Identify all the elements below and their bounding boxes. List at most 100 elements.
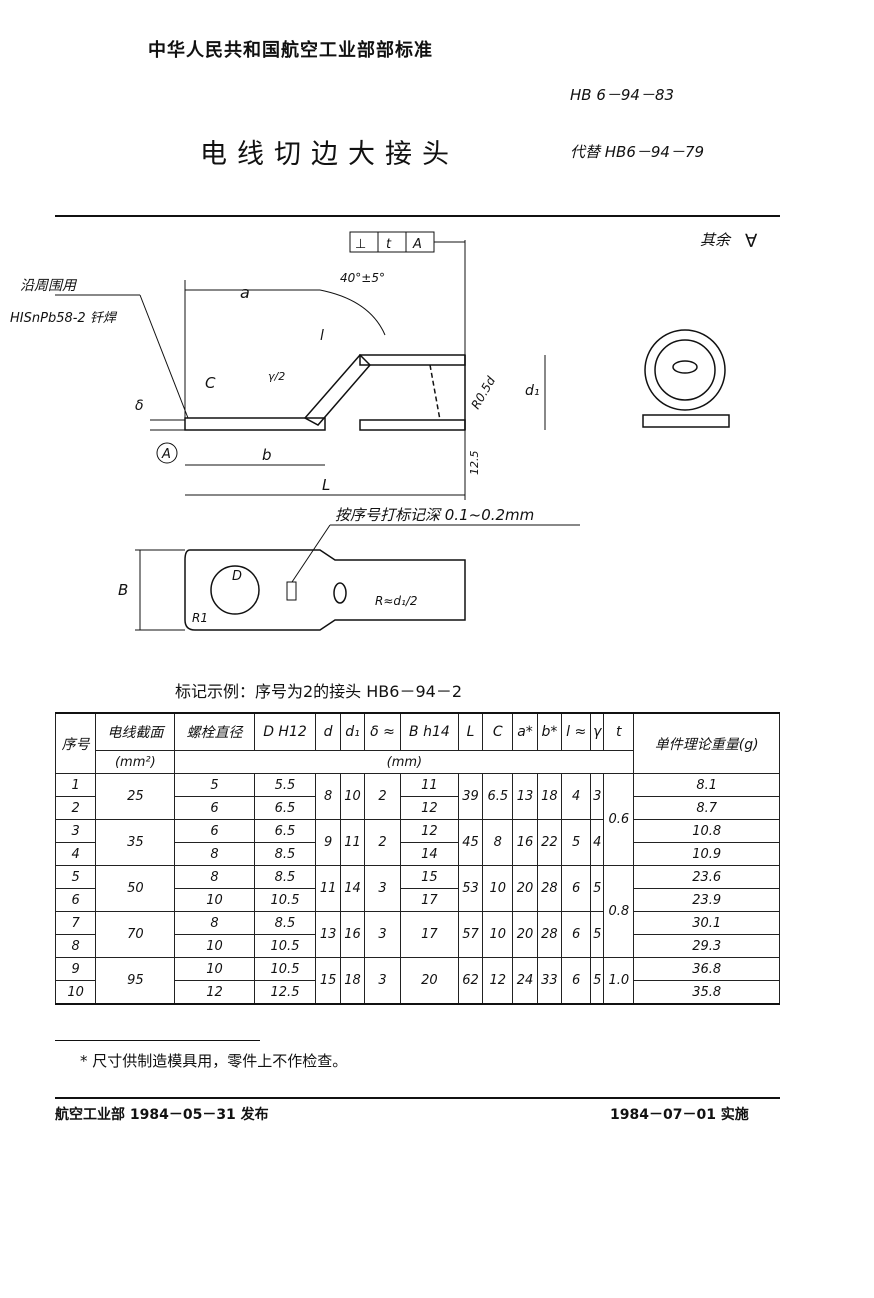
cell-d1: 18: [339, 957, 366, 1005]
cell-delta: 2: [364, 819, 401, 866]
column-header: a*: [512, 712, 538, 751]
column-header: l ≈: [561, 712, 592, 751]
hole-d: 8.5: [253, 842, 317, 866]
cell-a: 24: [512, 957, 538, 1005]
cell-B: 15: [399, 865, 459, 889]
unit-weight: 10.8: [633, 819, 780, 843]
unit-weight: 35.8: [633, 980, 780, 1005]
cell-delta: 3: [364, 957, 401, 1005]
flat-part: [184, 417, 326, 431]
row-number: 3: [54, 819, 97, 843]
wire-section: 35: [95, 819, 176, 866]
wire-section: 70: [95, 911, 176, 958]
document-title: 电线切边大接头: [200, 139, 459, 170]
cell-a: 20: [512, 911, 538, 958]
cell-C: 12: [482, 957, 514, 1005]
surface-rest-label: 其余: [700, 231, 732, 249]
effective-date: 1984－07－01 实施: [610, 1107, 749, 1123]
column-header: D H12: [253, 712, 317, 751]
cell-B: 12: [399, 796, 459, 820]
unit-weight: 29.3: [633, 934, 780, 958]
hole-d: 8.5: [253, 865, 317, 889]
issue-date: 航空工业部 1984－05－31 发布: [55, 1107, 269, 1123]
marking-note: 按序号打标记深 0.1~0.2mm: [335, 506, 534, 524]
cell-b: 28: [536, 865, 563, 912]
cell-B: 20: [399, 957, 459, 1005]
dim-delta: δ: [135, 398, 144, 414]
tube-top: [359, 354, 466, 366]
dim-b: b: [262, 446, 272, 464]
unit-weight: 23.9: [633, 888, 780, 912]
row-number: 5: [54, 865, 97, 889]
unit-weight: 30.1: [633, 911, 780, 935]
cell-a: 13: [512, 773, 538, 820]
column-header: 序号: [54, 712, 97, 774]
unit-weight: 36.8: [633, 957, 780, 981]
column-header: t: [603, 712, 635, 751]
cell-B: 12: [399, 819, 459, 843]
unit-weight: 8.1: [633, 773, 780, 797]
cell-L: 45: [457, 819, 484, 866]
bolt-diameter: 6: [174, 796, 255, 820]
footer-rule: [55, 1097, 780, 1099]
cell-L: 62: [457, 957, 484, 1005]
cell-B: 14: [399, 842, 459, 866]
weld-label-2: HISnPb58-2 钎焊: [10, 311, 118, 326]
row-number: 4: [54, 842, 97, 866]
cell-d1: 11: [339, 819, 366, 866]
row-number: 8: [54, 934, 97, 958]
units-cell: (mm): [174, 750, 635, 774]
unit-weight: 23.6: [633, 865, 780, 889]
cell-d1: 16: [339, 911, 366, 958]
row-number: 10: [54, 980, 97, 1005]
cell-d1: 10: [339, 773, 366, 820]
hole-d: 10.5: [253, 957, 317, 981]
weld-label-1: 沿周围用: [20, 278, 78, 294]
column-header: b*: [536, 712, 563, 751]
wire-section: 50: [95, 865, 176, 912]
cell-d: 9: [315, 819, 341, 866]
cell-C: 10: [482, 865, 514, 912]
cell-b: 22: [536, 819, 563, 866]
dim-R1: R1: [192, 611, 208, 625]
dim-r: R0.5d: [468, 374, 498, 412]
column-header: γ: [590, 712, 605, 751]
cell-delta: 3: [364, 911, 401, 958]
column-header: 电线截面: [95, 712, 176, 751]
bolt-diameter: 8: [174, 842, 255, 866]
cell-d: 11: [315, 865, 341, 912]
technical-drawing: 沿周围用 HISnPb58-2 钎焊 ⊥ t A 其余 ∀ 40°±5° a C…: [10, 231, 758, 631]
cell-delta: 3: [364, 865, 401, 912]
cell-B: 17: [399, 888, 459, 912]
row-number: 7: [54, 911, 97, 935]
dim-R-half: R≈d₁/2: [375, 594, 418, 608]
cell-B: 11: [399, 773, 459, 797]
column-header: d: [315, 712, 341, 751]
footnote-rule: [55, 1040, 260, 1041]
cell-delta: 2: [364, 773, 401, 820]
cell-a: 20: [512, 865, 538, 912]
bolt-diameter: 8: [174, 911, 255, 935]
cell-L: 53: [457, 865, 484, 912]
column-header: L: [457, 712, 484, 751]
row-number: 1: [54, 773, 97, 797]
marking-example: 标记示例：序号为2的接头 HB6－94－2: [175, 682, 462, 701]
dim-l: L: [322, 476, 330, 494]
bolt-diameter: 10: [174, 934, 255, 958]
unit-weight: 10.9: [633, 842, 780, 866]
tube-bottom: [359, 419, 466, 431]
bolt-diameter: 8: [174, 865, 255, 889]
cell-B: 17: [399, 911, 459, 958]
plan-outline: [184, 549, 466, 631]
dim-B: B: [118, 581, 128, 599]
